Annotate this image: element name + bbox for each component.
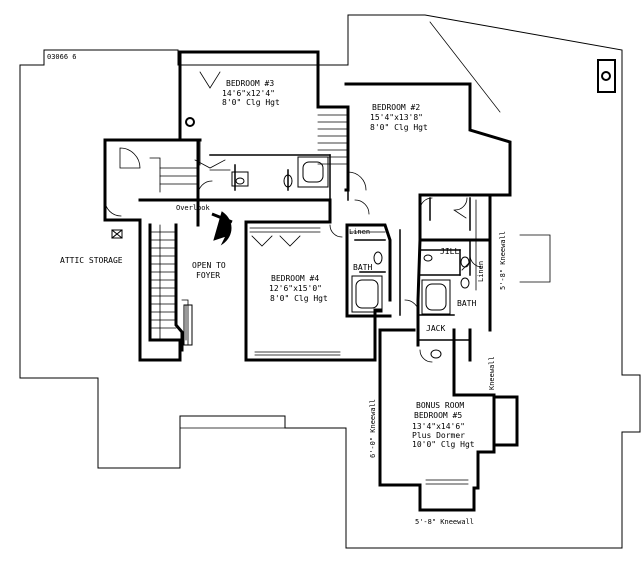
jack-label: JACK xyxy=(426,324,446,333)
linen-label-2: Linen xyxy=(477,260,485,282)
bedroom3-dims: 14'6"x12'4" xyxy=(222,89,275,98)
foyer-wall xyxy=(174,223,184,352)
bathtub xyxy=(297,156,329,188)
bonus-room-ceiling: 10'0" Clg Hgt xyxy=(412,440,475,449)
chimney-flue xyxy=(597,59,616,93)
bedroom4-ceiling: 8'0" Clg Hgt xyxy=(270,294,328,303)
jack-jill-wall xyxy=(418,193,492,332)
chimney-circle xyxy=(601,71,611,81)
bath2-label: BATH xyxy=(457,299,477,308)
bath-toilet xyxy=(373,251,383,265)
bonus-room-dormer: Plus Dormer xyxy=(412,431,465,440)
upper-hall-wall xyxy=(103,138,200,227)
jill-label: JILL xyxy=(440,247,460,256)
right-dormer-roof xyxy=(519,234,551,283)
bonus-room-wall xyxy=(378,328,519,512)
bedroom4-dims: 12'6"x15'0" xyxy=(269,284,322,293)
bath-wall xyxy=(345,223,392,302)
kneewall-right-label: 5'-8" Kneewall xyxy=(499,230,507,290)
kneewall-small-label: Kneewall xyxy=(488,356,496,390)
hip-line xyxy=(429,21,501,113)
overlook-label: Overlook xyxy=(176,204,210,212)
attic-storage-label: ATTIC STORAGE xyxy=(60,256,123,265)
bedroom2-wall xyxy=(344,82,512,197)
bedroom5-name: BEDROOM #5 xyxy=(414,411,463,420)
jack-jill-tub xyxy=(421,279,451,315)
foyer-label-line1: OPEN TO xyxy=(192,261,226,270)
toilet xyxy=(283,174,293,188)
kneewall-bottom-label: 5'-8" Kneewall xyxy=(415,518,475,526)
bonus-room-dims: 13'4"x14'6" xyxy=(412,422,465,431)
bedroom3-ceiling: 8'0" Clg Hgt xyxy=(222,98,280,107)
corridor-wall xyxy=(138,198,332,224)
plan-number: 03066 6 xyxy=(47,53,77,61)
bonus-room-name: BONUS ROOM xyxy=(416,401,465,410)
bath-tub-2 xyxy=(351,275,383,313)
bedroom2-ceiling: 8'0" Clg Hgt xyxy=(370,123,428,132)
stair-wall xyxy=(148,223,182,362)
foyer-label-line2: FOYER xyxy=(196,271,221,280)
kneewall-left-label: 6'-0" Kneewall xyxy=(369,398,377,458)
bedroom4-name: BEDROOM #4 xyxy=(271,274,320,283)
door-swing xyxy=(119,147,141,169)
bedroom3-name: BEDROOM #3 xyxy=(226,79,275,88)
bedroom2-dims: 15'4"x13'8" xyxy=(370,113,423,122)
bedroom2-name: BEDROOM #2 xyxy=(372,103,421,112)
roof-outline xyxy=(19,14,641,549)
linen-label-1: Linen xyxy=(349,228,371,236)
bath-label: BATH xyxy=(353,263,373,272)
